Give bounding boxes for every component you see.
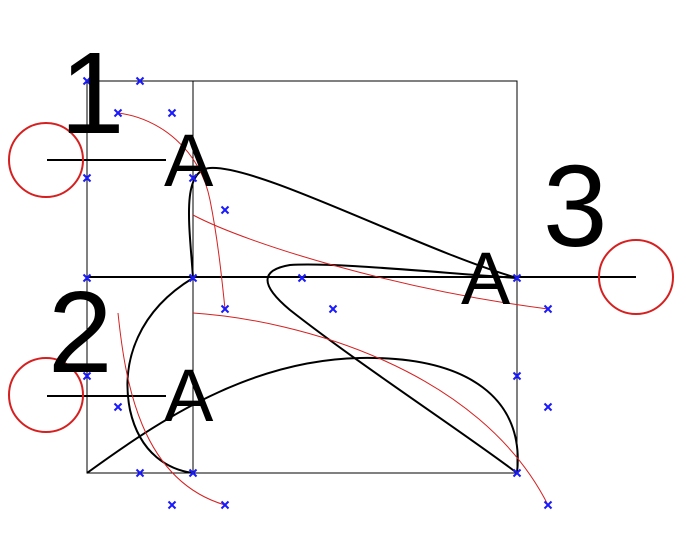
handle-marker	[82, 371, 92, 381]
handle-marker	[82, 273, 92, 283]
guide-circles	[8, 122, 674, 433]
handle-marker	[135, 76, 145, 86]
handle-marker	[220, 500, 230, 510]
glyph-outline	[86, 166, 519, 474]
handle-marker	[167, 108, 177, 118]
handle-marker	[188, 173, 198, 183]
handle-marker	[188, 273, 198, 283]
handle-marker	[135, 468, 145, 478]
handle-marker	[543, 500, 553, 510]
handle-marker	[328, 304, 338, 314]
connector-lines	[47, 159, 636, 397]
number-label-2: 2	[48, 267, 113, 397]
handle-marker	[82, 76, 92, 86]
handle-marker	[543, 402, 553, 412]
number-labels: 1 2 3	[48, 28, 608, 397]
outline-curve-top	[188, 166, 518, 279]
handle-marker	[297, 273, 307, 283]
handle-marker	[512, 468, 522, 478]
guide-circle-3	[598, 239, 674, 315]
anchor-label-1: A	[164, 119, 214, 202]
handle-marker	[188, 468, 198, 478]
handle-marker	[167, 500, 177, 510]
handle-marker	[543, 304, 553, 314]
control-handles	[82, 76, 553, 510]
guide-curve-3	[192, 312, 549, 506]
handle-marker	[82, 173, 92, 183]
handle-marker	[113, 402, 123, 412]
number-label-1: 1	[60, 28, 125, 158]
handle-marker	[512, 371, 522, 381]
anchor-labels: A A A	[164, 119, 511, 437]
guide-curve-4	[117, 312, 226, 506]
guide-circle-1	[8, 122, 84, 198]
handle-marker	[113, 108, 123, 118]
handle-marker	[220, 304, 230, 314]
guide-curves	[117, 112, 549, 506]
anchor-label-3: A	[461, 237, 511, 320]
guide-circle-2	[8, 357, 84, 433]
handle-marker	[512, 273, 522, 283]
anchor-label-2: A	[164, 354, 214, 437]
guide-curve-1	[117, 112, 226, 310]
handle-marker	[220, 205, 230, 215]
outline-curve-loop	[266, 263, 518, 474]
outline-curve-bottom	[86, 356, 519, 474]
outline-curve-left	[126, 277, 194, 474]
guide-curve-2	[192, 214, 549, 310]
number-label-3: 3	[543, 141, 608, 271]
